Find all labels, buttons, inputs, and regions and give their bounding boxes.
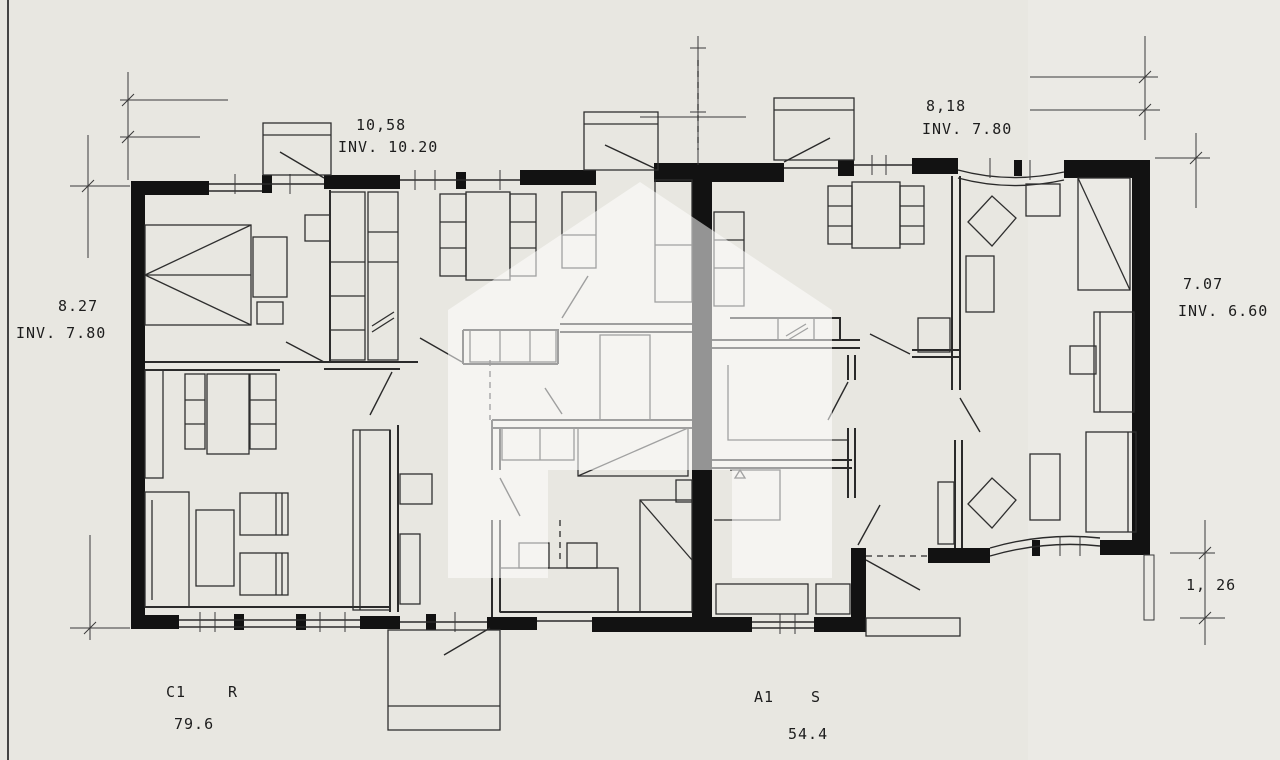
unit-left-letter: R [228,683,238,701]
dim-right-inv: INV. 6.60 [1178,302,1268,320]
unit-left-code: C1 [166,683,186,701]
furniture [144,97,1137,731]
window-lines [179,155,1101,634]
unit-left-area: 79.6 [174,715,214,733]
dim-left-inv: INV. 7.80 [16,324,106,342]
dim-left: 8.27 [58,297,98,315]
dimension-lines [70,36,1225,645]
dim-top-right: 8,18 [926,97,966,115]
paper-fold [1028,0,1280,760]
dim-right: 7.07 [1183,275,1223,293]
dim-top-left-inv: INV. 10.20 [338,138,438,156]
unit-right-area: 54.4 [788,725,828,743]
dim-top-left: 10,58 [356,116,406,134]
dim-bottom-right: 1, 26 [1186,576,1236,594]
unit-right-letter: S [811,688,821,706]
dim-top-right-inv: INV. 7.80 [922,120,1012,138]
house-watermark-icon [448,182,832,578]
unit-right-code: A1 [754,688,774,706]
